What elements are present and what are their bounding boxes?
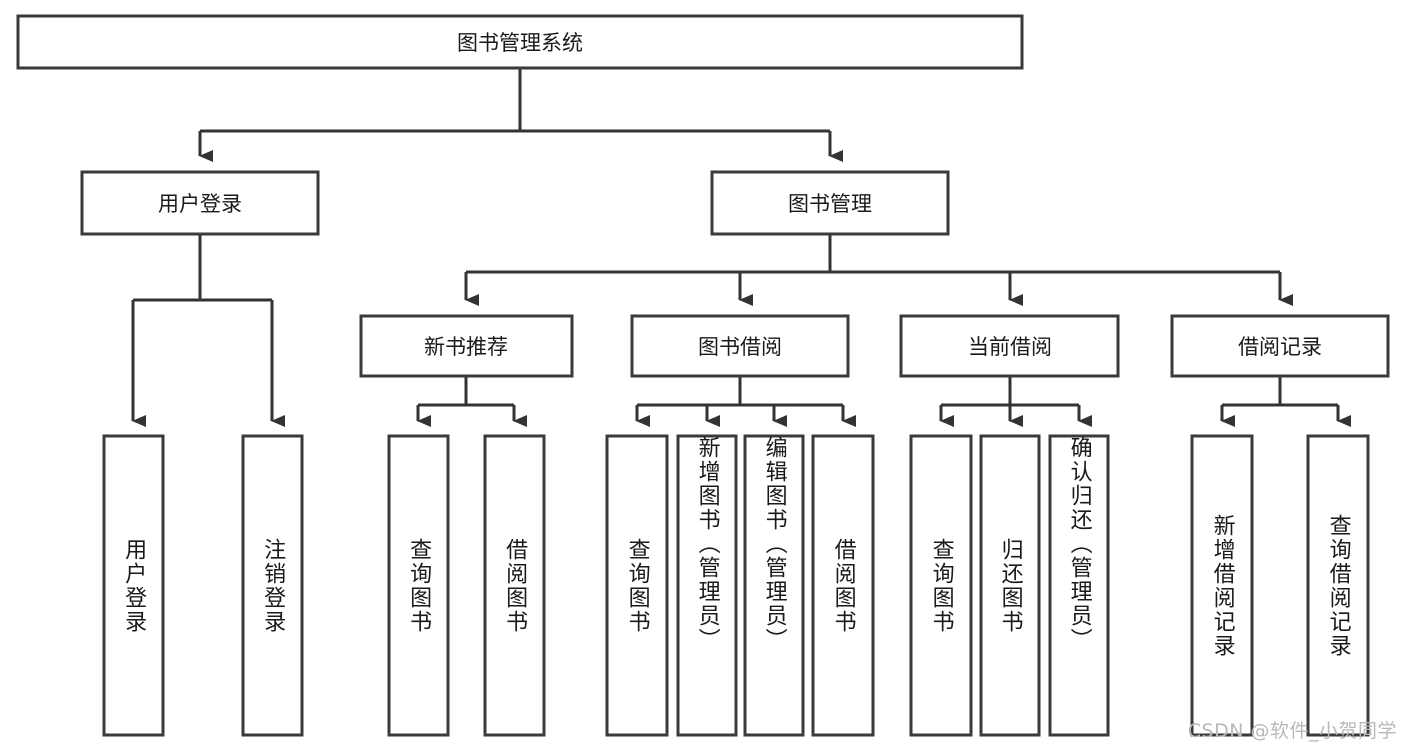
leaf-box-borrow-3[interactable] [743,434,805,737]
leaf-box-current-2[interactable] [979,434,1041,737]
node-borrow-record[interactable]: 借阅记录 [1170,314,1390,378]
node-borrow-record-label: 借阅记录 [1238,335,1322,359]
node-book-borrow-label: 图书借阅 [698,335,782,359]
leaf-box-rec-1[interactable] [387,434,450,737]
node-book-mgmt[interactable]: 图书管理 [710,170,950,236]
leaf-box-borrow-1[interactable] [605,434,669,737]
csdn-watermark: CSDN @软件_小贺同学 [1187,720,1397,742]
node-book-borrow-box[interactable] [630,314,850,378]
node-new-book-rec-box[interactable] [359,314,574,378]
connector-layer [131,68,1351,427]
leaf-box-borrow-4[interactable] [811,434,875,737]
node-book-borrow[interactable]: 图书借阅 [630,314,850,378]
node-new-book-rec[interactable]: 新书推荐 [359,314,574,378]
node-root-box[interactable] [16,14,1024,70]
node-book-mgmt-box[interactable] [710,170,950,236]
node-user-login[interactable]: 用户登录 [80,170,320,236]
leaf-box-current-1[interactable] [909,434,973,737]
node-root-label: 图书管理系统 [457,31,583,55]
node-root[interactable]: 图书管理系统 [16,14,1024,70]
leaf-box-record-2[interactable] [1306,434,1370,737]
node-new-book-rec-label: 新书推荐 [424,335,508,359]
node-current-borrow-box[interactable] [899,314,1120,378]
node-borrow-record-box[interactable] [1170,314,1390,378]
leaf-box-borrow-2[interactable] [676,434,738,737]
leaf-box-record-1[interactable] [1190,434,1254,737]
node-current-borrow-label: 当前借阅 [968,335,1052,359]
node-book-mgmt-label: 图书管理 [788,192,872,216]
node-current-borrow[interactable]: 当前借阅 [899,314,1120,378]
node-user-login-label: 用户登录 [158,192,242,216]
node-user-login-box[interactable] [80,170,320,236]
leaf-box-user-login-1[interactable] [102,434,165,737]
leaf-box-rec-2[interactable] [483,434,546,737]
leaf-box-current-3[interactable] [1048,434,1110,737]
leaf-box-user-login-2[interactable] [241,434,304,737]
leaf-box-layer [102,434,1370,737]
